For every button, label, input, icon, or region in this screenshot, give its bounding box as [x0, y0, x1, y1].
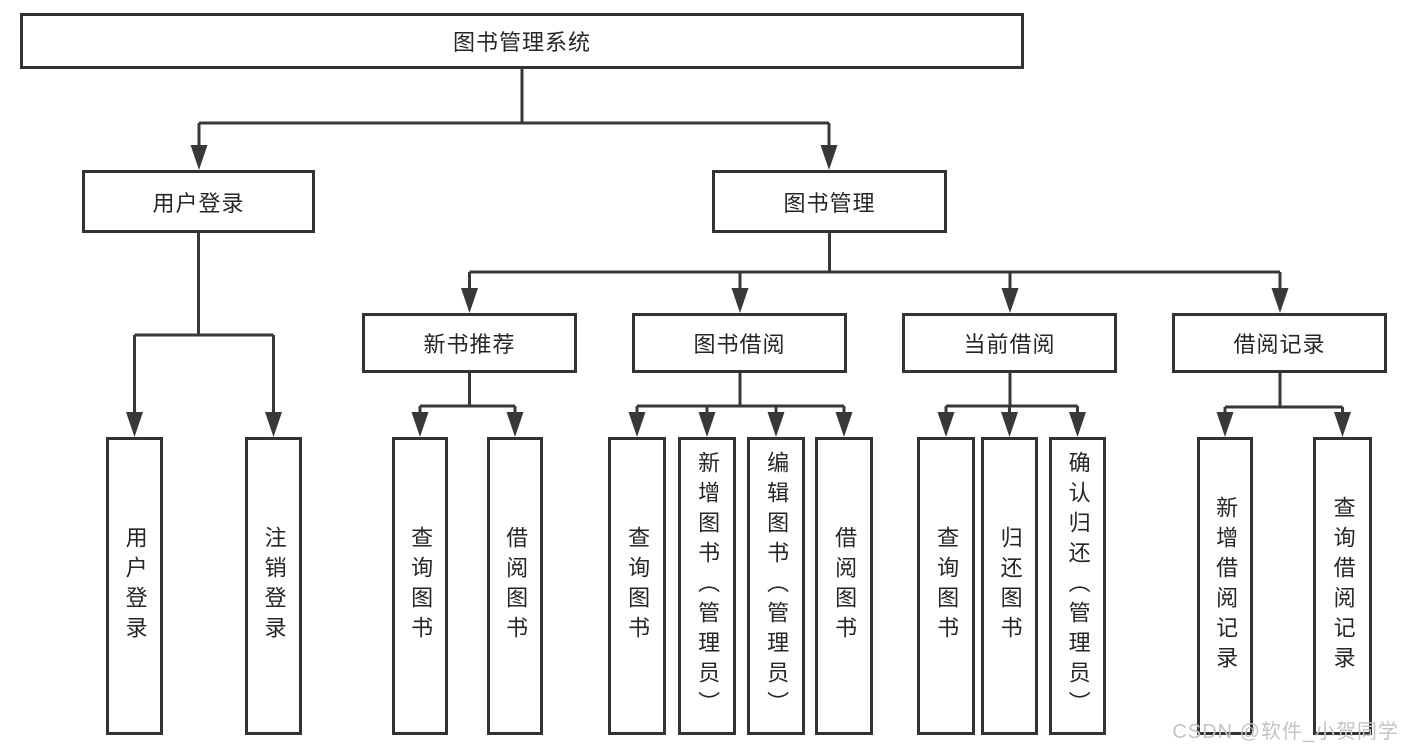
node-new-book-recommend: 新书推荐 — [362, 313, 577, 373]
node-current-borrow: 当前借阅 — [902, 313, 1117, 373]
leaf-query-books-3: 查询图书 — [917, 437, 975, 735]
node-user-login: 用户登录 — [82, 170, 315, 233]
leaf-borrow-books-2-label: 借阅图书 — [832, 526, 858, 646]
leaf-query-borrow-record-label: 查询借阅记录 — [1330, 496, 1356, 676]
leaf-borrow-books-2: 借阅图书 — [815, 437, 873, 735]
node-book-borrow: 图书借阅 — [632, 313, 847, 373]
csdn-watermark: CSDN @软件_小贺同学 — [1172, 721, 1399, 743]
leaf-edit-books-admin-label: 编辑图书（管理员） — [764, 451, 790, 721]
leaf-add-books-admin-label: 新增图书（管理员） — [695, 451, 721, 721]
leaf-query-books-2-label: 查询图书 — [625, 526, 651, 646]
node-borrow-records: 借阅记录 — [1172, 313, 1387, 373]
tree-connector-path — [133, 69, 1344, 433]
leaf-confirm-return-admin: 确认归还（管理员） — [1049, 437, 1106, 735]
leaf-add-books-admin: 新增图书（管理员） — [678, 437, 736, 735]
leaf-query-books-3-label: 查询图书 — [934, 526, 960, 646]
leaf-query-books-1-label: 查询图书 — [408, 526, 434, 646]
leaf-query-borrow-record: 查询借阅记录 — [1313, 437, 1372, 735]
node-book-management: 图书管理 — [712, 170, 947, 233]
leaf-return-books-label: 归还图书 — [997, 526, 1023, 646]
leaf-return-books: 归还图书 — [981, 437, 1038, 735]
leaf-user-login: 用户登录 — [106, 437, 163, 735]
leaf-query-books-2: 查询图书 — [608, 437, 666, 735]
leaf-user-login-label: 用户登录 — [122, 526, 148, 646]
leaf-borrow-books-1-label: 借阅图书 — [503, 526, 529, 646]
node-root: 图书管理系统 — [20, 13, 1024, 69]
leaf-query-books-1: 查询图书 — [392, 437, 448, 735]
leaf-add-borrow-record: 新增借阅记录 — [1197, 437, 1253, 735]
leaf-logout-label: 注销登录 — [261, 526, 287, 646]
leaf-borrow-books-1: 借阅图书 — [487, 437, 543, 735]
leaf-add-borrow-record-label: 新增借阅记录 — [1213, 496, 1239, 676]
leaf-edit-books-admin: 编辑图书（管理员） — [747, 437, 805, 735]
leaf-logout: 注销登录 — [245, 437, 302, 735]
leaf-confirm-return-admin-label: 确认归还（管理员） — [1065, 451, 1091, 721]
